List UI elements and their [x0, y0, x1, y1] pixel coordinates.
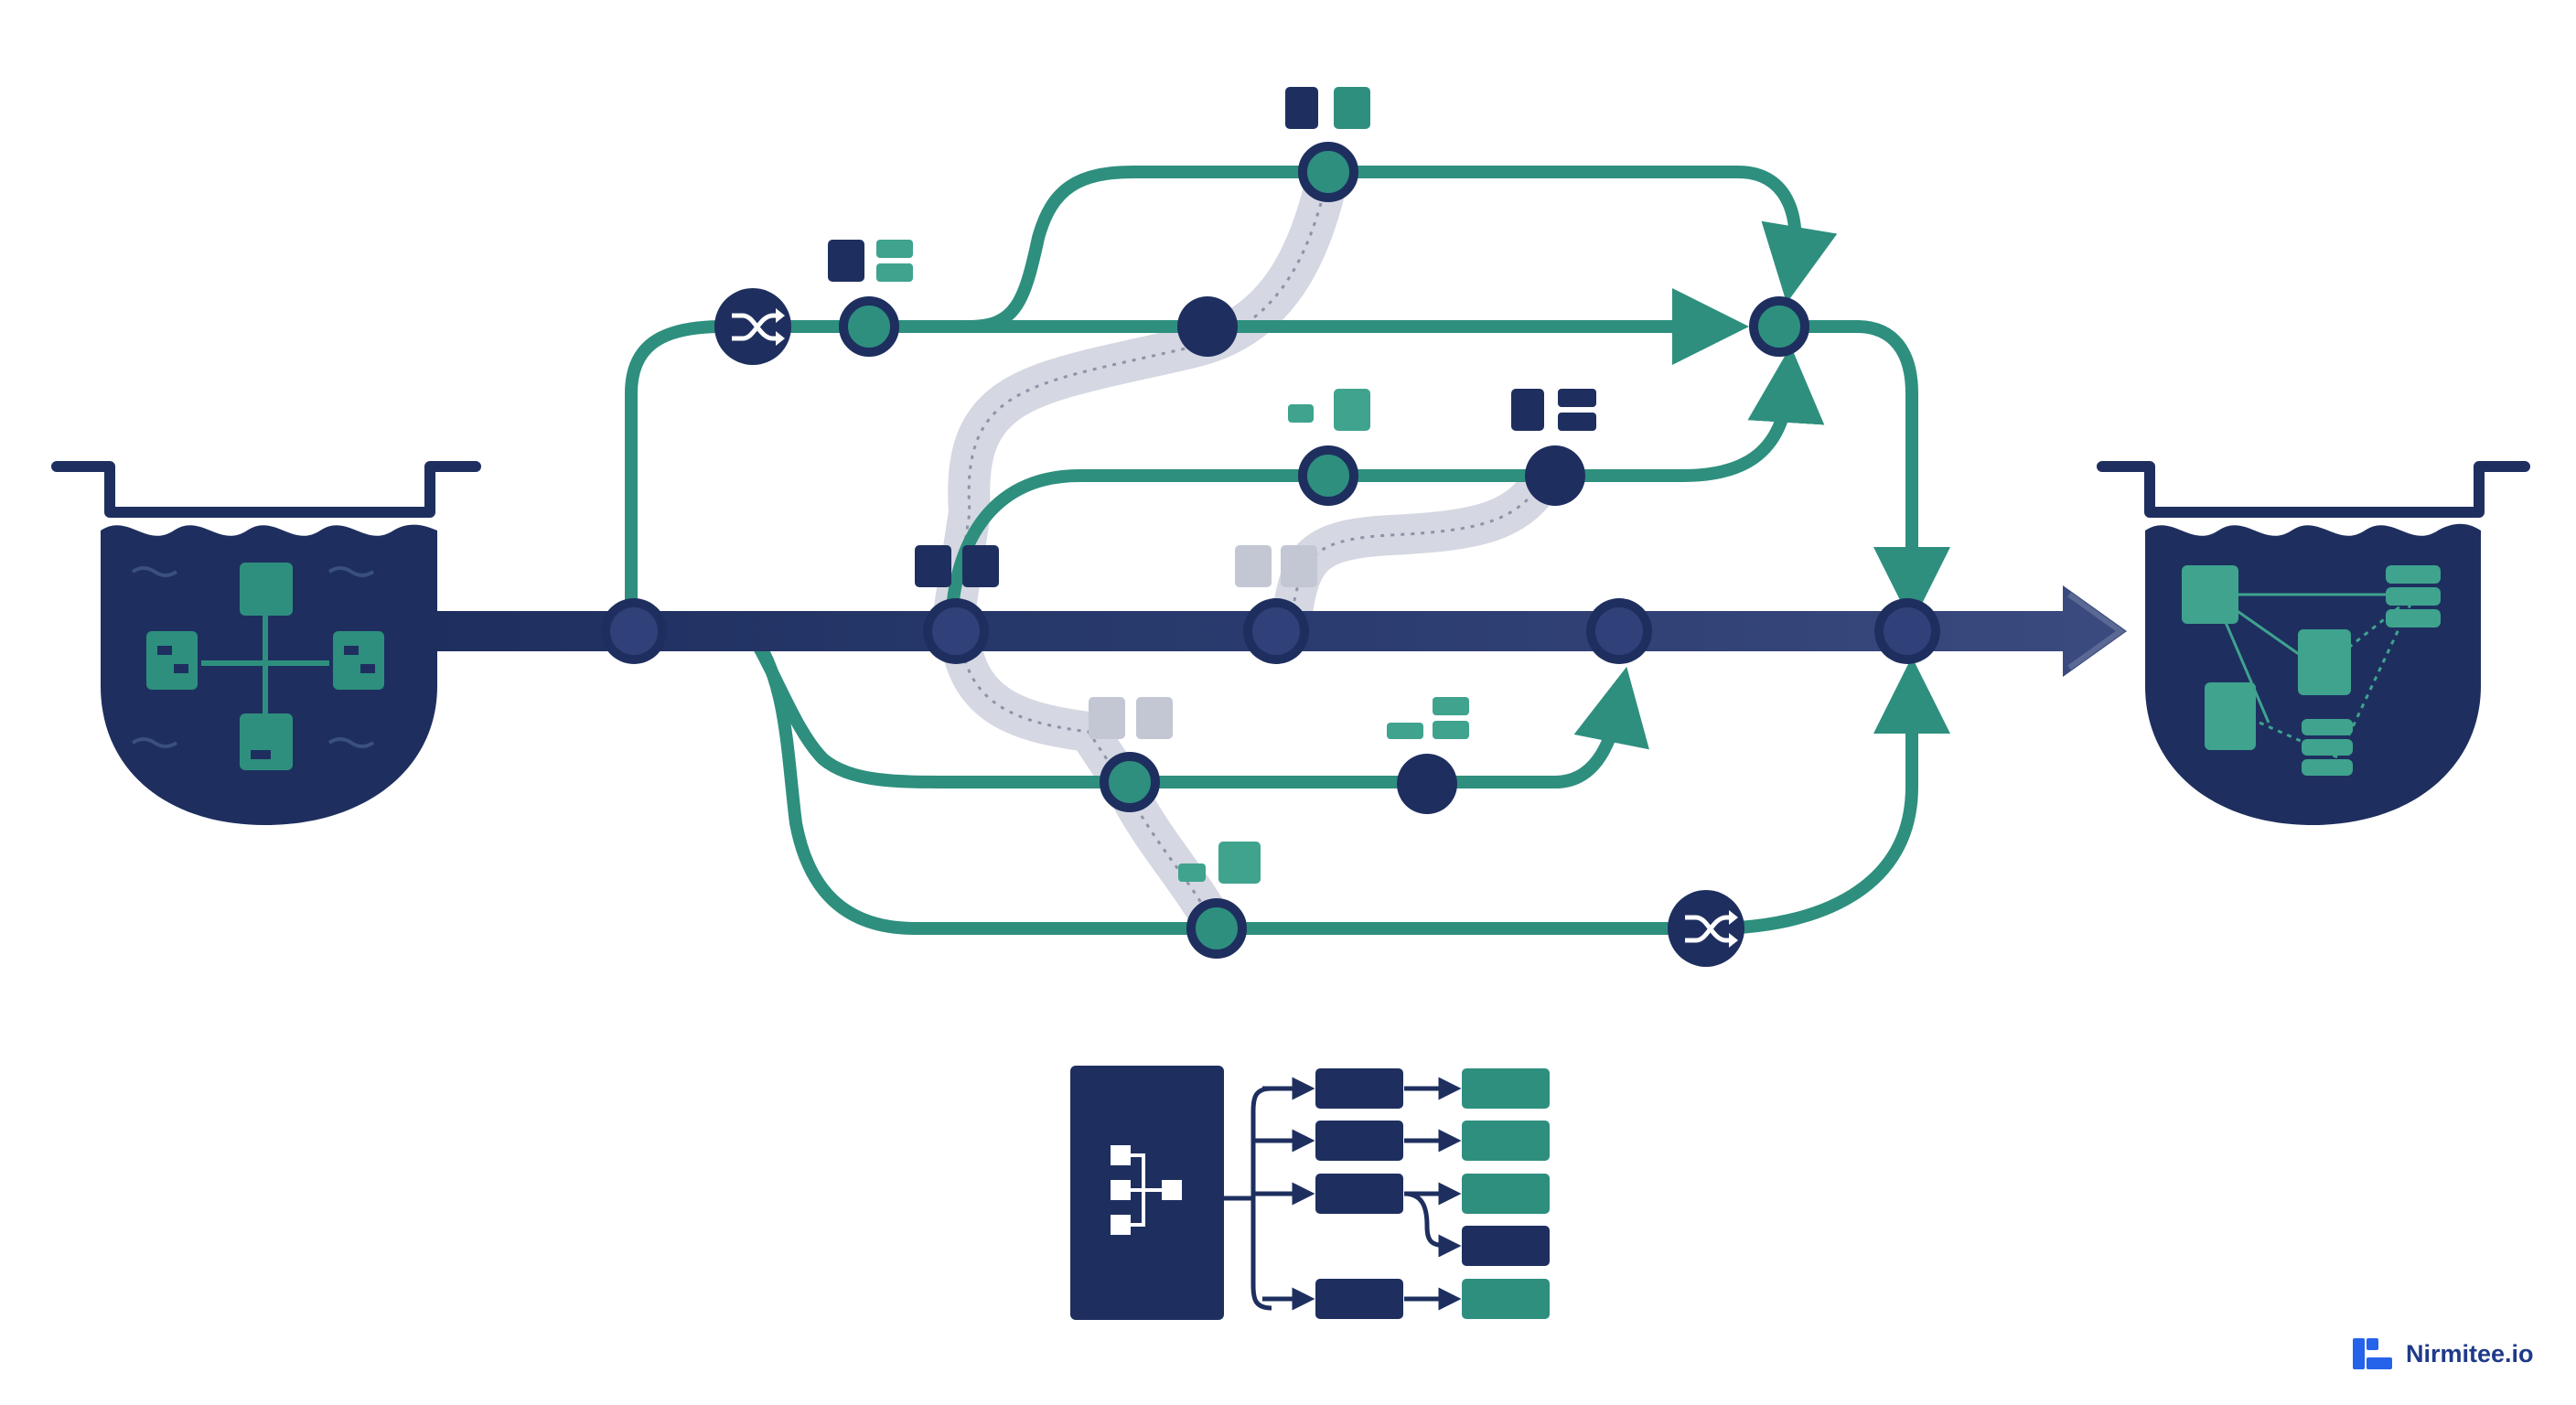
schema-badge — [1334, 87, 1370, 129]
transform-node — [1177, 296, 1238, 357]
schema-badge — [915, 545, 951, 587]
schema-badge — [962, 545, 999, 587]
branch-node — [839, 296, 899, 357]
fan-out-routing-icon — [1070, 1066, 1550, 1320]
schema-badge — [1285, 87, 1318, 129]
branch-node — [1100, 752, 1160, 812]
branch-node — [1298, 445, 1358, 506]
schema-badge-ghost — [1089, 697, 1125, 739]
schema-badge — [1558, 389, 1596, 407]
branch-nodes — [839, 142, 1809, 959]
schema-badge — [1178, 863, 1206, 882]
schema-badge — [1511, 389, 1544, 431]
brand-logo: Nirmitee.io — [2353, 1334, 2534, 1374]
schema-badge-ghost — [1235, 545, 1272, 587]
schema-badge — [876, 240, 913, 258]
branch-node — [1298, 142, 1358, 202]
transform-node — [1397, 754, 1457, 814]
schema-badges — [828, 87, 1596, 884]
nirmitee-logo-icon — [2353, 1338, 2392, 1369]
shuffle-icon — [1668, 890, 1744, 967]
schema-badge — [828, 240, 864, 282]
data-lake-source-icon — [51, 461, 481, 825]
brand-name: Nirmitee.io — [2406, 1339, 2534, 1367]
schema-badge — [1433, 697, 1469, 715]
schema-badge — [1334, 389, 1370, 431]
data-warehouse-destination-icon — [2097, 461, 2530, 825]
shuffle-icon — [714, 288, 791, 365]
teal-branch-routes — [625, 166, 1950, 935]
main-line-nodes — [601, 598, 1940, 664]
branch-node — [1186, 898, 1247, 959]
schema-badge-ghost — [1281, 545, 1317, 587]
schema-badge — [1218, 842, 1261, 884]
merge-node — [1749, 296, 1809, 357]
schema-badge-ghost — [1136, 697, 1173, 739]
schema-badge — [1387, 723, 1423, 739]
schema-badge — [1288, 404, 1314, 423]
transform-node — [1525, 445, 1585, 506]
